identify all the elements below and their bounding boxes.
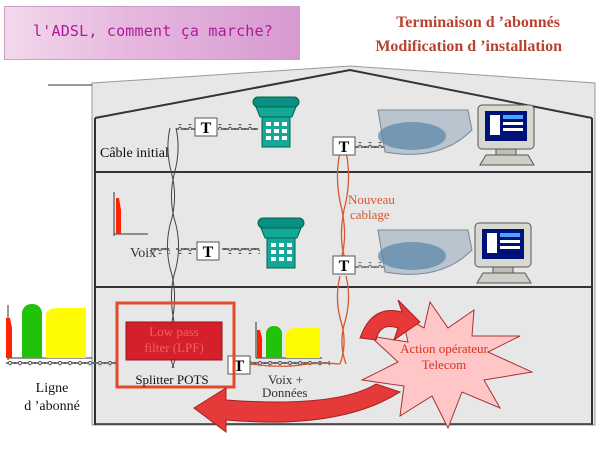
voix-donnees-label-2: Données [262, 385, 308, 400]
splitter-box [115, 301, 236, 389]
svg-text:T: T [339, 139, 350, 156]
svg-text:T: T [234, 358, 245, 375]
operator-action-burst [360, 300, 534, 430]
nouveau-label: Nouveau [348, 192, 395, 207]
roof-line [94, 68, 593, 119]
telephone-icon [252, 96, 300, 148]
lpf-label-2: filter (LPF) [144, 340, 204, 355]
voix-donnees-label-1: Voix + [268, 372, 303, 387]
modem-icon [377, 229, 473, 275]
t-connector-icon: T [332, 136, 356, 156]
ligne-label-2: d ’abonné [24, 399, 80, 414]
t-connector-icon: T [194, 117, 218, 137]
telephone-icon [257, 217, 305, 269]
computer-icon [474, 222, 532, 284]
title-banner: l'ADSL, comment ça marche? [4, 6, 300, 60]
cable-initial-label: Câble initial [100, 146, 169, 161]
arrow-up-right [359, 299, 421, 342]
spectrum-icon [255, 322, 322, 359]
svg-text:T: T [201, 120, 212, 137]
t-connector-icon: T [196, 241, 220, 261]
cablage-label: cablage [350, 207, 390, 222]
arrow-left [193, 383, 402, 433]
svg-text:T: T [339, 258, 350, 275]
lpf-label-1: Low pass [149, 324, 198, 339]
t-connector-icon: T [332, 255, 356, 275]
low-pass-filter [125, 321, 223, 361]
new-cable [249, 151, 350, 367]
header-line-1: Terminaison d ’abonnés [396, 14, 560, 31]
spectrum-icon [6, 304, 92, 360]
t-connector-icon: T [227, 355, 251, 375]
banner-text: l'ADSL, comment ça marche? [33, 22, 273, 40]
modem-icon [377, 109, 473, 155]
voix-label: Voix [130, 246, 156, 261]
splitter-label: Splitter POTS [135, 372, 208, 387]
computer-icon [477, 104, 535, 166]
action-label-2: Telecom [422, 357, 467, 372]
svg-text:T: T [203, 244, 214, 261]
action-label-1: Action opérateur [400, 341, 488, 356]
header-line-2: Modification d ’installation [375, 38, 562, 55]
spectrum-icon [113, 192, 148, 236]
ligne-label-1: Ligne [36, 381, 69, 396]
